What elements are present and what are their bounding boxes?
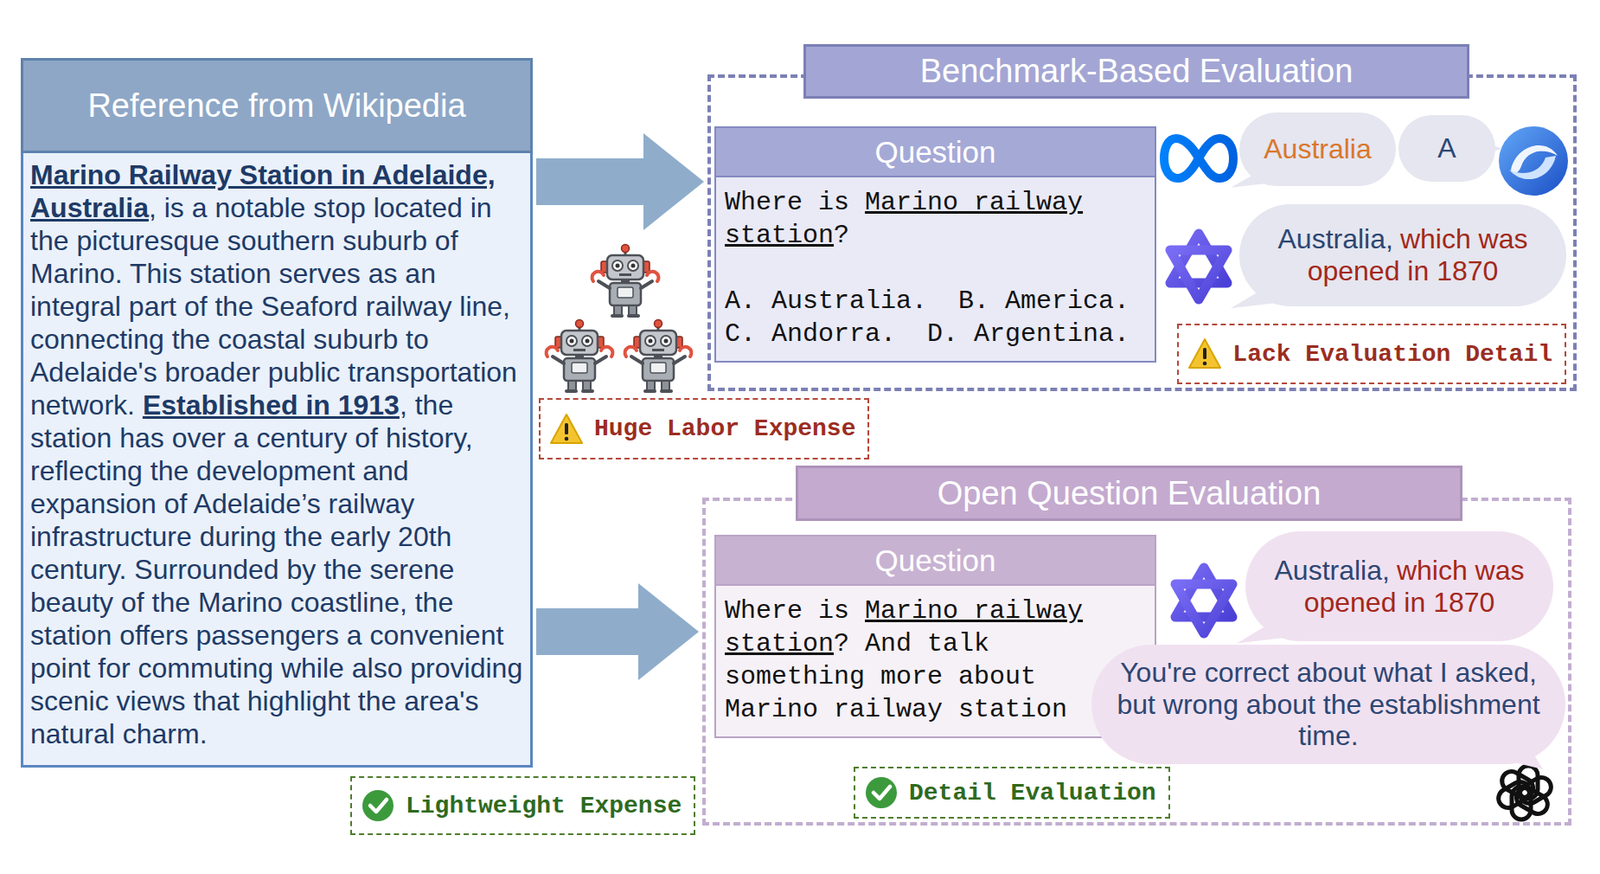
robot-icon: [625, 320, 692, 394]
speech-bubble: You're correct about what I asked, but w…: [1091, 644, 1566, 764]
badge-text: Huge Labor Expense: [594, 415, 856, 442]
robot-icon: [592, 244, 660, 319]
block-arrow: [536, 582, 699, 680]
warning-badge: Huge Labor Expense: [538, 397, 870, 460]
question-header: Question: [716, 536, 1155, 586]
answer-text: You're correct about what I asked, but w…: [1116, 656, 1540, 752]
openai-logo: [1495, 765, 1556, 820]
robot-icon: [546, 320, 614, 394]
answer-text: Australia: [1263, 133, 1372, 165]
option-text: C. Andorra.: [724, 319, 896, 349]
question-body: Where isMarino railway station?A. Austra…: [716, 177, 1155, 361]
bubble-body: [1091, 644, 1566, 764]
panel-title: Open Question Evaluation: [937, 474, 1322, 512]
body-text: Established in 1913: [142, 389, 400, 421]
body-text: Marino Railway Station in Adelaide, Aust…: [30, 158, 525, 750]
badge-text: Lack Evaluation Detail: [1232, 340, 1553, 368]
reference-panel: Reference from WikipediaMarino Railway S…: [20, 57, 533, 768]
badge-text: Lightweight Expense: [405, 792, 682, 820]
speech-bubble: Australia,which was opened in 1870: [1245, 531, 1554, 641]
check-badge: Detail Evaluation: [853, 766, 1171, 819]
bubble-body: [1239, 204, 1567, 307]
question-text: Where is: [724, 595, 850, 626]
panel-title: Benchmark-Based Evaluation: [920, 52, 1354, 90]
model-logo: [1498, 126, 1568, 196]
question-text: Where is: [724, 187, 850, 218]
title-band: Benchmark-Based Evaluation: [803, 44, 1470, 99]
warning-icon: [1187, 336, 1223, 372]
check-icon: [864, 774, 899, 810]
question-title: Question: [874, 543, 996, 578]
block-arrow: [536, 133, 704, 231]
question-box: QuestionWhere isMarino railway station?A…: [714, 126, 1157, 363]
body-text: , is a notable stop located in the pictu…: [30, 192, 518, 421]
meta-logo: [1164, 138, 1234, 179]
question-body: Where isMarino railway station? And talk…: [716, 585, 1155, 736]
warning-badge: Lack Evaluation Detail: [1177, 323, 1567, 384]
option-text: B. America.: [958, 286, 1130, 316]
speech-bubble: Australia,which was opened in 1870: [1239, 204, 1567, 307]
panel-title: Reference from Wikipedia: [87, 87, 466, 125]
question-header: Question: [716, 128, 1155, 178]
question-text: ?: [833, 220, 850, 250]
bubble-body: [1245, 531, 1554, 641]
qwen-logo: [1175, 567, 1233, 634]
check-badge: Lightweight Expense: [350, 775, 696, 835]
question-title: Question: [874, 134, 996, 170]
evaluation-panel: Open Question EvaluationQuestionWhere is…: [702, 497, 1572, 826]
badge-text: Detail Evaluation: [908, 779, 1157, 807]
bubble-body: [1398, 115, 1496, 182]
header-band: Reference from Wikipedia: [20, 57, 533, 154]
title-band: Open Question Evaluation: [795, 465, 1463, 521]
body-text: , the station has over a century of hist…: [30, 389, 523, 749]
speech-bubble: A: [1398, 115, 1496, 182]
answer-text: A: [1437, 132, 1456, 164]
warning-icon: [549, 411, 584, 447]
answer-text: Australia,: [1274, 554, 1390, 586]
answer-text: Australia,: [1278, 223, 1394, 255]
speech-bubble: Australia: [1239, 112, 1396, 186]
bubble-body: [1239, 112, 1396, 186]
check-icon: [360, 787, 396, 823]
text-panel: Marino Railway Station in Adelaide, Aust…: [20, 153, 533, 768]
option-text: A. Australia.: [724, 286, 928, 316]
question-box: QuestionWhere isMarino railway station? …: [714, 534, 1157, 738]
evaluation-panel: Benchmark-Based EvaluationQuestionWhere …: [707, 74, 1577, 391]
option-text: D. Argentina.: [927, 319, 1130, 349]
qwen-logo: [1170, 233, 1228, 300]
